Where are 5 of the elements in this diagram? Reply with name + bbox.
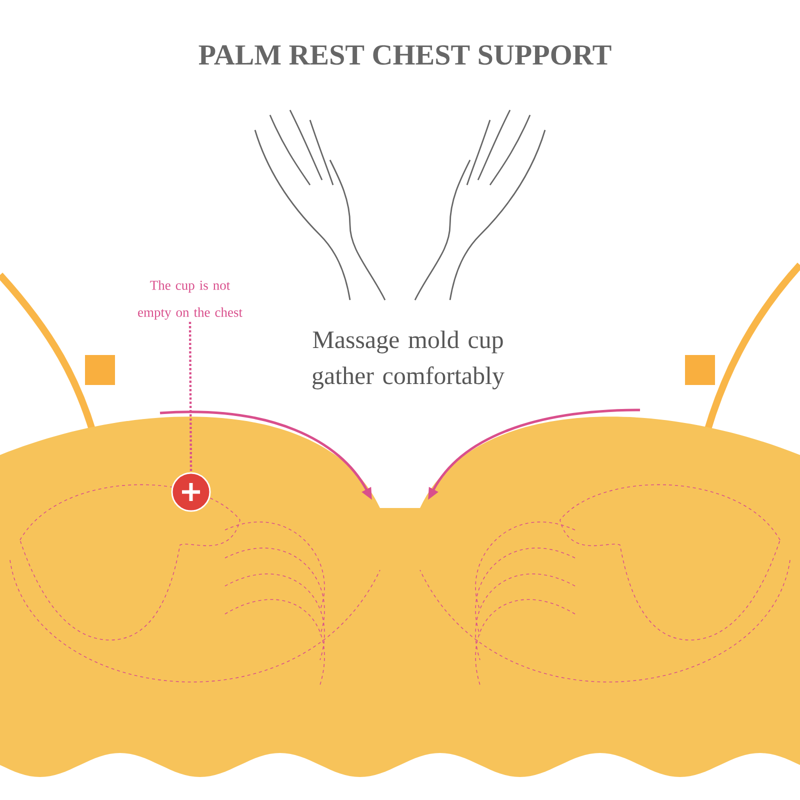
- plus-marker: [171, 472, 211, 512]
- leader-line: [188, 322, 192, 472]
- caption-text: Massage mold cup gather comfortably: [312, 330, 504, 390]
- title: PALM REST CHEST SUPPORT: [198, 45, 612, 65]
- note-text: The cup is not empty on the chest: [138, 280, 242, 320]
